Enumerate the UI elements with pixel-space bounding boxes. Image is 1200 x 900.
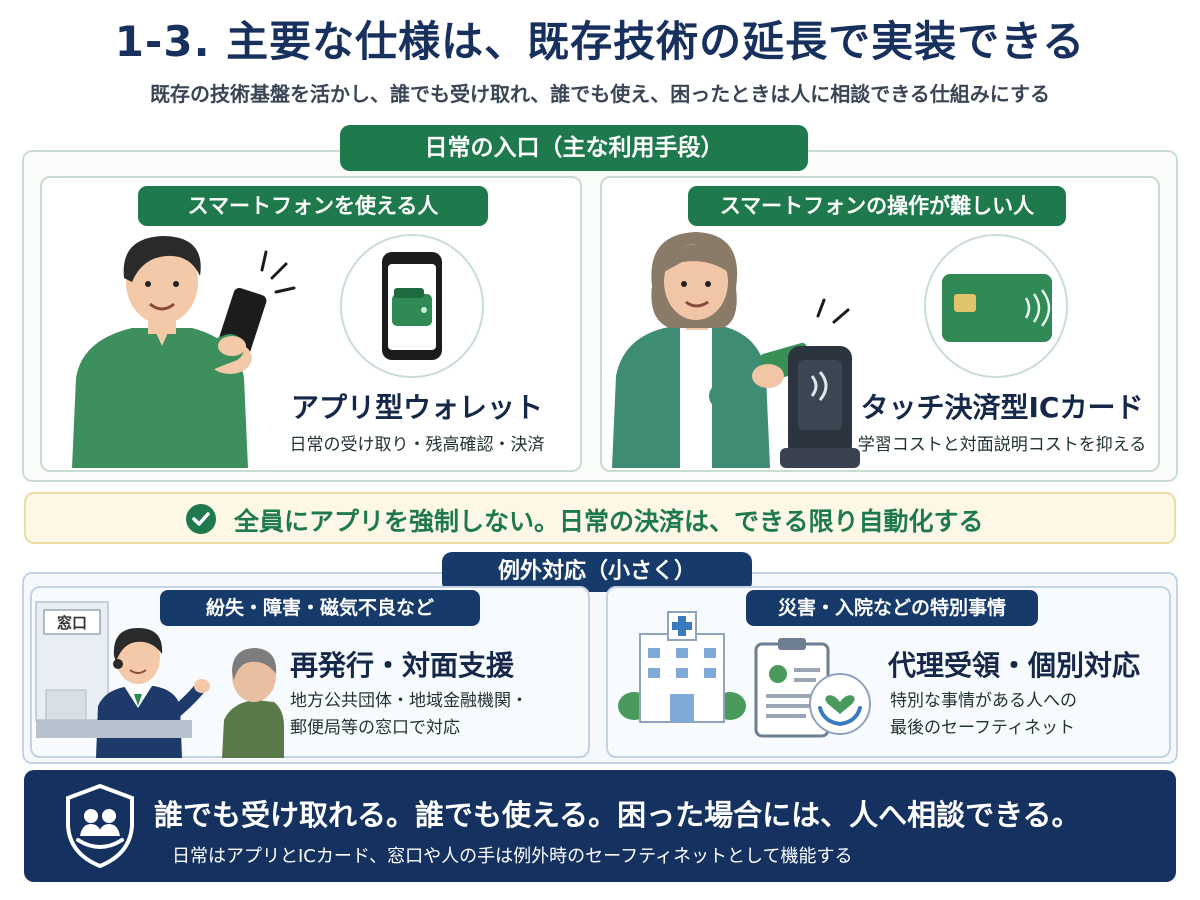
exceptions-label: 例外対応（小さく） [442, 552, 752, 592]
shield-people-icon [66, 783, 134, 869]
daily-entry-label: 日常の入口（主な利用手段） [340, 125, 808, 171]
wallet-phone-icon [382, 252, 442, 360]
non-smartphone-users-card: スマートフォンの操作が難しい人 タッチ決済型ICカード 学習コストと対面説明コス… [600, 176, 1160, 472]
proxy-description-line1: 特別な事情がある人への [890, 691, 1077, 711]
special-circumstances-pill: 災害・入院などの特別事情 [746, 590, 1038, 626]
non-smartphone-users-pill: スマートフォンの操作が難しい人 [688, 186, 1066, 226]
counter-sign: 窓口 [57, 614, 87, 632]
caring-hands-heart-icon [809, 673, 871, 735]
man-with-phone-illustration [72, 236, 296, 468]
reissue-description-line2: 郵便局等の窓口で対応 [290, 718, 460, 738]
reissue-title: 再発行・対面支援 [290, 649, 515, 682]
policy-banner: 全員にアプリを強制しない。日常の決済は、できる限り自動化する [24, 492, 1176, 544]
counter-support-card: 紛失・障害・磁気不良など 窓口 再発行・対面支援 地方公共団体・地域金融機関・ … [30, 586, 590, 758]
app-wallet-title: アプリ型ウォレット [290, 391, 543, 424]
clipboard-icon [754, 638, 830, 738]
ic-card-title: タッチ決済型ICカード [860, 391, 1144, 424]
proxy-description-line2: 最後のセーフティネット [890, 718, 1075, 738]
page-subtitle: 既存の技術基盤を活かし、誰でも受け取れ、誰でも使え、困ったときは人に相談できる仕… [150, 82, 1050, 106]
ic-card-description: 学習コストと対面説明コストを抑える [857, 435, 1147, 455]
reissue-description-line1: 地方公共団体・地域金融機関・ [290, 691, 528, 711]
ic-card-icon [942, 274, 1052, 342]
counter-support-pill: 紛失・障害・磁気不良など [160, 590, 480, 626]
counter-staff-illustration: 窓口 [35, 601, 284, 758]
woman-with-card-illustration [612, 232, 860, 468]
smartphone-users-pill: スマートフォンを使える人 [138, 186, 488, 226]
app-wallet-description: 日常の受け取り・残高確認・決済 [289, 435, 545, 455]
footer-sub-text: 日常はアプリとICカード、窓口や人の手は例外時のセーフティネットとして機能する [172, 846, 853, 867]
hospital-icon [618, 611, 746, 723]
page-title: 1-3. 主要な仕様は、既存技術の延長で実装できる [114, 17, 1086, 66]
special-circumstances-card: 災害・入院などの特別事情 代理受領・個別対応 特別な事情がある人への 最後のセー… [606, 586, 1171, 758]
proxy-title: 代理受領・個別対応 [888, 649, 1141, 682]
footer-main-text: 誰でも受け取れる。誰でも使える。困った場合には、人へ相談できる。 [154, 798, 1081, 832]
check-circle-icon [186, 504, 216, 534]
policy-banner-text: 全員にアプリを強制しない。日常の決済は、できる限り自動化する [234, 507, 984, 536]
smartphone-users-card: スマートフォンを使える人 アプリ型ウォレット 日常の受け取り・残高確認・決済 [40, 176, 582, 472]
footer-banner: 誰でも受け取れる。誰でも使える。困った場合には、人へ相談できる。 日常はアプリと… [24, 770, 1176, 882]
